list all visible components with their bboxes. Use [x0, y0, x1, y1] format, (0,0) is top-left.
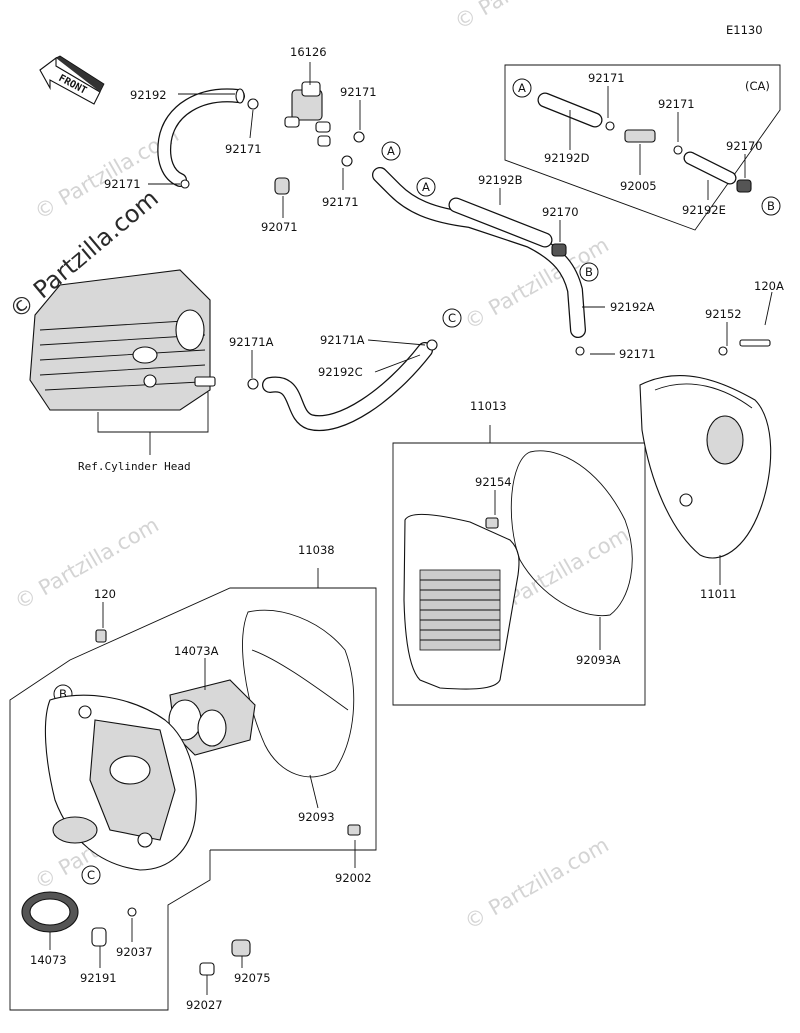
- callout-a2: A: [416, 177, 436, 197]
- svg-text:B: B: [59, 687, 67, 701]
- part-label: 92171A: [320, 333, 365, 347]
- callout-a1: A: [381, 141, 401, 161]
- svg-text:A: A: [422, 180, 430, 194]
- part-label: 92171: [104, 177, 141, 191]
- part-label: 92037: [116, 945, 153, 959]
- part-label: 92154: [475, 475, 512, 489]
- part-label: 92192D: [544, 151, 590, 165]
- part-label: 92171A: [229, 335, 274, 349]
- part-label: 92192: [130, 88, 167, 102]
- leader-lines: [49, 62, 773, 995]
- part-label: 92171: [619, 347, 656, 361]
- part-label: 14073A: [174, 644, 219, 658]
- part-label: 92071: [261, 220, 298, 234]
- part-label: 92170: [726, 139, 763, 153]
- box-11013: [392, 425, 646, 706]
- part-label: 92191: [80, 971, 117, 985]
- watermark: © Partzilla.com: [451, 0, 603, 34]
- hose-92192c: [247, 339, 438, 432]
- callout-b1: B: [579, 262, 599, 282]
- front-arrow-icon: FRONT: [39, 55, 105, 105]
- callout-a3: A: [512, 78, 532, 98]
- svg-text:C: C: [448, 311, 456, 325]
- part-label: 92192B: [478, 173, 523, 187]
- part-label: 14073: [30, 953, 67, 967]
- svg-text:B: B: [767, 199, 775, 213]
- callout-b2: B: [761, 196, 781, 216]
- watermark: © Partzilla.com: [11, 513, 163, 615]
- diagram-code: E1130: [726, 23, 763, 37]
- part-labels: 16126 92192 92171 92171 92171 92171 9207…: [30, 45, 784, 1012]
- part-label: 16126: [290, 45, 327, 59]
- part-label: 11011: [700, 587, 737, 601]
- svg-text:A: A: [387, 144, 395, 158]
- callout-c1: C: [442, 308, 462, 328]
- part-label: 92027: [186, 998, 223, 1012]
- part-label: 92152: [705, 307, 742, 321]
- part-label: 92171: [225, 142, 262, 156]
- part-label: 120A: [754, 279, 784, 293]
- part-label: 92171: [588, 71, 625, 85]
- ca-box: (CA): [504, 64, 781, 231]
- part-label: 92192E: [682, 203, 726, 217]
- part-label: 92192C: [318, 365, 363, 379]
- cylinder-head: Ref.Cylinder Head: [29, 269, 216, 473]
- part-label: 92093: [298, 810, 335, 824]
- callout-c2: C: [81, 865, 101, 885]
- svg-text:A: A: [518, 81, 526, 95]
- part-label: 92171: [658, 97, 695, 111]
- part-label: 92005: [620, 179, 657, 193]
- part-label: 92170: [542, 205, 579, 219]
- part-label: 92192A: [610, 300, 655, 314]
- box-11038: [9, 568, 377, 1011]
- ca-label: (CA): [745, 79, 770, 93]
- part-label: 92171: [340, 85, 377, 99]
- part-label: 11038: [298, 543, 335, 557]
- part-label: 120: [94, 587, 116, 601]
- breather-hoses: [157, 81, 586, 356]
- part-label: 92075: [234, 971, 271, 985]
- part-label: 92171: [322, 195, 359, 209]
- part-label: 11013: [470, 399, 507, 413]
- part-label: 92002: [335, 871, 372, 885]
- part-label: 92093A: [576, 653, 621, 667]
- svg-text:B: B: [585, 265, 593, 279]
- watermark: © Partzilla.com: [461, 833, 613, 935]
- cover-11011: [639, 339, 772, 585]
- svg-text:C: C: [87, 868, 95, 882]
- ref-cylinder-head-label: Ref.Cylinder Head: [78, 460, 191, 473]
